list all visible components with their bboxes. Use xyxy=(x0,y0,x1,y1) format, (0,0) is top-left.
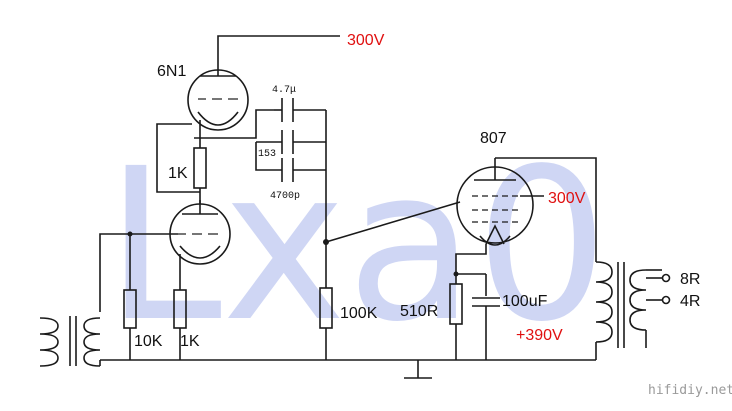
label-c-153: 153 xyxy=(258,149,276,160)
tube-807 xyxy=(456,158,534,246)
terminal-4r xyxy=(661,295,671,305)
label-10k: 10K xyxy=(134,333,163,350)
label-4r: 4R xyxy=(680,293,700,310)
input-transformer xyxy=(39,316,101,367)
label-8r: 8R xyxy=(680,271,700,288)
tube-label-807: 807 xyxy=(480,130,507,147)
label-c-4-7u: 4.7μ xyxy=(272,85,296,96)
capacitor-bank xyxy=(255,98,327,242)
tube-6n1-upper xyxy=(187,69,249,131)
wire-grid-loop xyxy=(156,123,200,193)
wire-807-plate xyxy=(495,157,597,262)
wire-to-807-grid xyxy=(325,201,461,243)
voltage-300v-screen: 300V xyxy=(548,190,586,207)
label-c-4700p: 4700p xyxy=(270,191,300,202)
terminal-8r xyxy=(661,273,671,283)
label-100uf: 100uF xyxy=(502,293,548,310)
label-1k-top: 1K xyxy=(168,165,188,182)
site-watermark: hifidiy.net xyxy=(648,383,732,398)
wire-input-grid xyxy=(99,233,178,312)
voltage-390v: +390V xyxy=(516,327,563,344)
wire-807-cathode xyxy=(455,244,487,274)
watermark: Lxa0 xyxy=(105,123,609,368)
tube-label-6n1: 6N1 xyxy=(157,63,186,80)
voltage-300v-top: 300V xyxy=(347,32,385,49)
label-510r: 510R xyxy=(400,303,438,320)
wire-to-caps xyxy=(200,109,274,139)
label-1k-bottom: 1K xyxy=(180,333,200,350)
output-transformer xyxy=(595,261,662,360)
label-100k: 100K xyxy=(340,305,378,322)
wire-b-plus-top xyxy=(217,35,340,70)
